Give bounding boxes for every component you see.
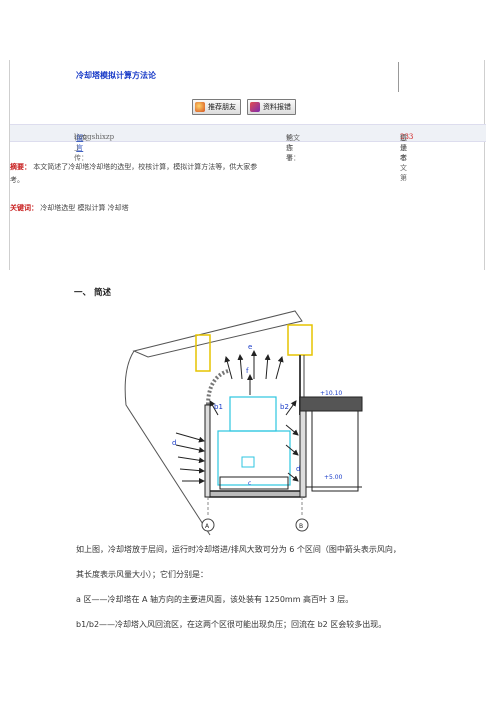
paragraph-1-line-1: 如上图，冷却塔放于层间，运行时冷却塔进/排风大致可分为 6 个区间（图中箭头表示… xyxy=(76,545,401,554)
abstract: 摘要： 本文简述了冷却塔冷却塔的选型，校核计算，模拟计算方法等，供大家参考。 xyxy=(10,160,270,187)
tower-base xyxy=(219,476,289,490)
section-heading: 一、 简述 xyxy=(74,288,111,298)
roof-outline xyxy=(132,310,303,358)
paragraph-3: b1/b2——冷却塔入风回流区，在这两个区很可能出现负压；回流在 b2 区会较多… xyxy=(76,620,387,629)
tower-fan-box xyxy=(229,396,277,432)
label-b1: b1 xyxy=(214,403,223,411)
label-f: f xyxy=(246,367,249,375)
floor-slab xyxy=(207,490,305,498)
report-label: 资料报错 xyxy=(263,103,291,111)
article-frame xyxy=(9,60,485,270)
recommend-label: 推荐朋友 xyxy=(208,103,236,111)
report-error-button[interactable]: 资料报错 xyxy=(247,99,296,115)
keywords-label: 关键词： xyxy=(10,203,38,212)
paragraph-2: a 区——冷却塔在 A 轴方向的主要进风面，该处装有 1250mm 高百叶 3 … xyxy=(76,595,354,604)
keywords-text: 冷却塔选型 模拟计算 冷却塔 xyxy=(40,204,129,212)
label-e: e xyxy=(248,343,252,351)
action-buttons: 推荐朋友 资料报错 xyxy=(192,99,296,115)
label-a-right: d xyxy=(296,465,300,473)
recommend-icon xyxy=(195,102,205,112)
right-room xyxy=(311,410,359,492)
louver-top-right xyxy=(287,324,313,356)
label-c: c xyxy=(248,480,251,487)
level-bottom: +5.00 xyxy=(324,474,343,481)
keywords: 关键词： 冷却塔选型 模拟计算 冷却塔 xyxy=(10,203,129,213)
article-meta-bar: 论文上传：liangshixzp 留言 论文作者：熊志平 您是本文第 233 位… xyxy=(10,124,486,182)
slab-top-right xyxy=(299,396,363,412)
svg-text:A: A xyxy=(205,523,210,530)
cooling-tower-diagram: e f b1 b2 d d c +10.10 +5.00 A B xyxy=(124,310,363,536)
wall-left xyxy=(204,404,211,498)
label-a-left: d xyxy=(172,439,176,447)
label-b2: b2 xyxy=(280,403,289,411)
abstract-label: 摘要： xyxy=(10,162,31,171)
level-top: +10.10 xyxy=(320,390,342,397)
svg-text:B: B xyxy=(299,523,303,530)
louver-top-left xyxy=(195,334,211,372)
tower-body xyxy=(217,430,291,486)
tower-motor xyxy=(241,456,255,468)
recommend-button[interactable]: 推荐朋友 xyxy=(192,99,241,115)
divider-line xyxy=(398,62,399,92)
author-name: 熊志平 xyxy=(286,134,293,162)
inner-curve xyxy=(206,369,229,455)
uploader-name: liangshixzp xyxy=(74,133,115,141)
wall-right xyxy=(299,404,307,498)
article-title[interactable]: 冷却塔模拟计算方法论 xyxy=(76,71,156,80)
upload-info: 论文上传：liangshixzp 留言 xyxy=(74,133,115,162)
comment-link[interactable]: 留言 xyxy=(76,134,84,152)
abstract-text: 本文简述了冷却塔冷却塔的选型，校核计算，模拟计算方法等，供大家参考。 xyxy=(10,163,258,184)
axis-a-marker xyxy=(201,518,215,532)
reader-count: 233 xyxy=(400,133,414,141)
roof-curve xyxy=(124,350,211,536)
paragraph-1-line-2: 其长度表示风量大小）；它们分别是： xyxy=(76,570,208,579)
axis-b-marker xyxy=(295,518,309,532)
report-icon xyxy=(250,102,260,112)
